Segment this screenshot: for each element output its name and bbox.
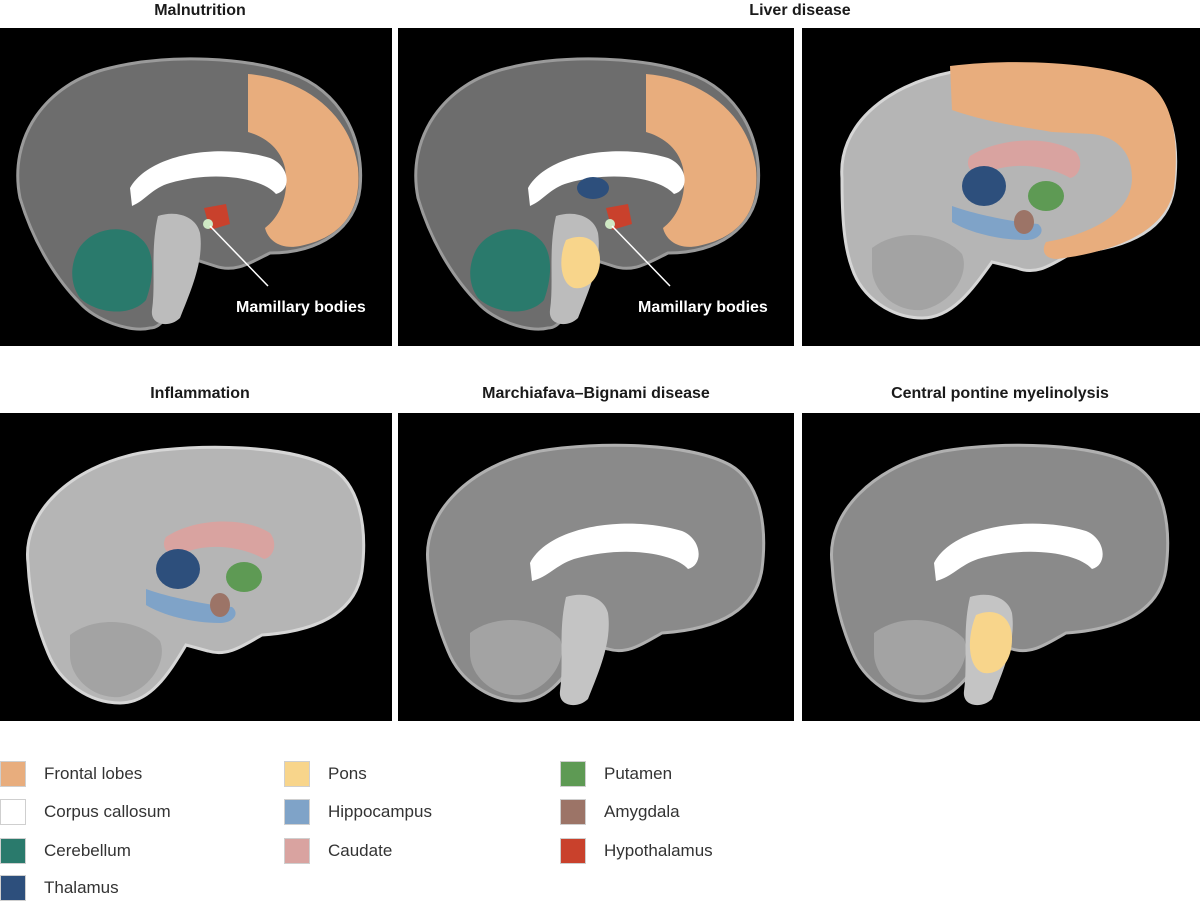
- brain-mri-cpm: [830, 443, 1170, 706]
- legend-item-hippocampus: Hippocampus: [284, 798, 432, 826]
- brain-mri-marchiafava: [426, 443, 766, 706]
- legend-item-hypothalamus: Hypothalamus: [560, 837, 713, 865]
- heading-malnutrition: Malnutrition: [154, 2, 246, 19]
- corpus-callosum: [528, 151, 685, 206]
- legend-item-pons: Pons: [284, 760, 367, 788]
- legend-label: Frontal lobes: [44, 764, 143, 783]
- panel-liver-disease-2: [802, 28, 1200, 346]
- panel-central-pontine-myelinolysis: [802, 413, 1200, 721]
- legend-item-amygdala: Amygdala: [560, 798, 680, 826]
- panel-marchiafava-bignami: [398, 413, 794, 721]
- legend-swatch: [560, 761, 586, 787]
- heading-liver-disease: Liver disease: [749, 2, 851, 19]
- legend-item-frontal-lobes: Frontal lobes: [0, 760, 142, 788]
- legend-item-cerebellum: Cerebellum: [0, 837, 131, 865]
- heading-inflammation: Inflammation: [150, 385, 250, 402]
- thalamus: [962, 166, 1006, 206]
- mamillary-callout: Mamillary bodies: [638, 299, 768, 316]
- legend-swatch: [560, 838, 586, 864]
- putamen: [226, 562, 262, 592]
- legend-swatch: [284, 799, 310, 825]
- putamen: [1028, 181, 1064, 211]
- legend-label: Putamen: [604, 764, 673, 783]
- legend-swatch: [0, 838, 26, 864]
- legend-item-putamen: Putamen: [560, 760, 672, 788]
- cerebellum-gray: [874, 620, 966, 696]
- legend-swatch: [0, 875, 26, 901]
- brainstem: [559, 594, 609, 706]
- legend-label: Caudate: [328, 841, 393, 860]
- cerebellum-gray: [470, 620, 562, 696]
- thalamus: [577, 177, 609, 199]
- brain-mri-liver-1: Mamillary bodies: [414, 57, 768, 331]
- corpus-callosum: [130, 151, 287, 206]
- frontal-lobes: [646, 74, 757, 247]
- heading-central-pontine-myelinolysis: Central pontine myelinolysis: [891, 385, 1109, 402]
- corpus-callosum: [530, 523, 699, 581]
- panel-malnutrition: Mamillary bodies: [0, 28, 392, 346]
- brainstem: [151, 213, 201, 325]
- cerebellum: [470, 229, 551, 312]
- panel-liver-disease-1: Mamillary bodies: [398, 28, 794, 346]
- legend-label: Amygdala: [604, 802, 680, 821]
- thalamus: [156, 549, 200, 589]
- legend-swatch: [0, 799, 26, 825]
- caudate: [163, 521, 275, 559]
- frontal-lobes: [950, 62, 1176, 259]
- amygdala: [1014, 210, 1034, 234]
- pons: [561, 236, 600, 289]
- legend-label: Hippocampus: [328, 802, 432, 821]
- hippocampus: [146, 589, 236, 623]
- legend-swatch: [0, 761, 26, 787]
- heading-marchiafava-bignami: Marchiafava–Bignami disease: [482, 385, 710, 402]
- legend-label: Pons: [328, 764, 367, 783]
- cerebellum: [72, 229, 153, 312]
- brain-mri-liver-2: [840, 62, 1178, 320]
- legend-item-caudate: Caudate: [284, 837, 392, 865]
- brain-mri-inflammation: [26, 445, 366, 705]
- corpus-callosum: [934, 523, 1103, 581]
- legend-swatch: [284, 761, 310, 787]
- legend-label: Corpus callosum: [44, 802, 171, 821]
- legend-label: Thalamus: [44, 878, 119, 897]
- cerebellum-gray: [872, 235, 964, 311]
- cerebellum-gray: [70, 622, 162, 698]
- pons: [969, 612, 1012, 674]
- legend-swatch: [560, 799, 586, 825]
- legend-label: Cerebellum: [44, 841, 131, 860]
- mamillary-pointer: [209, 225, 269, 287]
- legend-swatch: [284, 838, 310, 864]
- brain-mri-malnutrition: Mamillary bodies: [16, 57, 366, 331]
- mamillary-callout: Mamillary bodies: [236, 299, 366, 316]
- caudate: [967, 140, 1081, 178]
- legend-item-thalamus: Thalamus: [0, 874, 119, 902]
- amygdala: [210, 593, 230, 617]
- legend-item-corpus-callosum: Corpus callosum: [0, 798, 171, 826]
- frontal-lobes: [248, 74, 359, 247]
- mamillary-pointer: [611, 225, 671, 287]
- legend-label: Hypothalamus: [604, 841, 713, 860]
- panel-inflammation: [0, 413, 392, 721]
